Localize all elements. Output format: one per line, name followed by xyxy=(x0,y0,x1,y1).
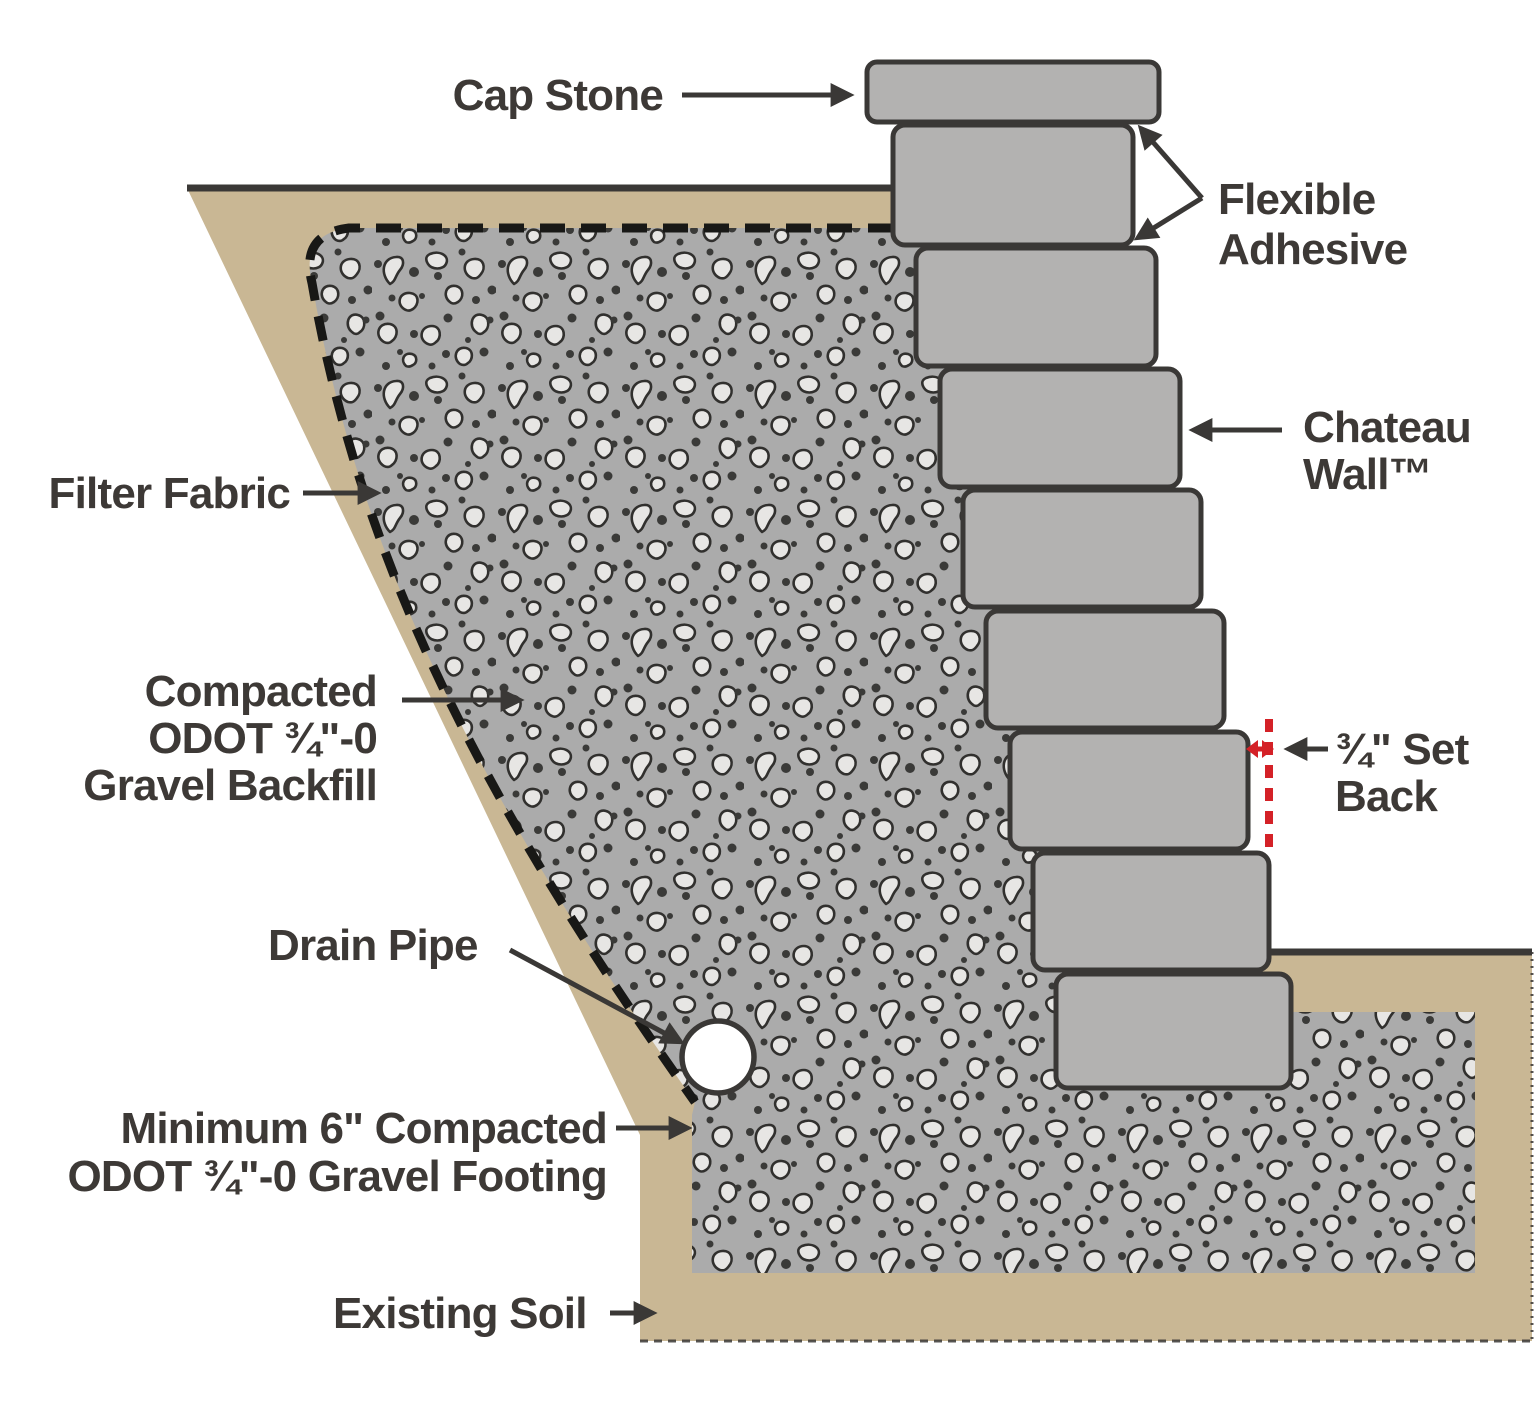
label-line: ODOT ¾"-0 Gravel Footing xyxy=(67,1152,607,1201)
gravel-backfill-and-footing xyxy=(309,228,1475,1273)
filter-fabric-line xyxy=(305,223,893,1105)
chateau-wall-stack xyxy=(864,59,1294,1091)
label-chateau-wall: Chateau Wall™ xyxy=(1303,403,1472,499)
label-filter-fabric: Filter Fabric xyxy=(48,469,291,518)
callout-arrows xyxy=(303,83,1328,1325)
label-flexible-adhesive: Flexible Adhesive xyxy=(1218,175,1408,275)
drain-pipe-circle xyxy=(679,1018,757,1096)
label-gravel-footing: Minimum 6" Compacted ODOT ¾"-0 Gravel Fo… xyxy=(67,1105,607,1201)
wall-block xyxy=(890,122,1136,248)
label-existing-soil: Existing Soil xyxy=(333,1290,587,1337)
label-cap-stone: Cap Stone xyxy=(452,71,664,120)
flexible-adhesive-arrow-icon xyxy=(1137,124,1204,200)
label-drain-pipe: Drain Pipe xyxy=(268,922,478,969)
label-line: Cap Stone xyxy=(452,71,664,120)
label-line: Adhesive xyxy=(1218,225,1408,274)
label-line: Chateau xyxy=(1303,403,1472,452)
wall-block xyxy=(1007,729,1251,852)
label-gravel-backfill: Compacted ODOT ¾"-0 Gravel Backfill xyxy=(83,667,378,810)
wall-block xyxy=(983,608,1227,731)
wall-block xyxy=(960,487,1204,610)
label-line: Drain Pipe xyxy=(268,921,478,970)
label-line: Back xyxy=(1335,772,1438,821)
label-line: Filter Fabric xyxy=(48,469,291,518)
wall-block xyxy=(1030,850,1272,973)
label-line: Flexible xyxy=(1218,175,1376,224)
label-line: Existing Soil xyxy=(333,1289,587,1338)
label-line: ¾" Set xyxy=(1335,725,1469,774)
cap-stone-block xyxy=(864,59,1162,125)
existing-soil-base xyxy=(640,952,1532,1341)
drain-pipe-arrow-icon xyxy=(508,947,686,1045)
label-line: Compacted xyxy=(144,667,378,716)
label-set-back: ¾" Set Back xyxy=(1335,725,1469,821)
setback-double-arrow-icon xyxy=(1246,740,1274,758)
wall-block xyxy=(937,366,1183,490)
label-line: Wall™ xyxy=(1303,450,1433,499)
wall-block xyxy=(1053,971,1294,1091)
label-line: Gravel Backfill xyxy=(83,761,378,810)
label-line: ODOT ¾"-0 xyxy=(148,714,378,763)
label-line: Minimum 6" Compacted xyxy=(120,1104,608,1153)
wall-block xyxy=(913,245,1159,369)
flexible-adhesive-arrow-icon xyxy=(1133,195,1204,241)
